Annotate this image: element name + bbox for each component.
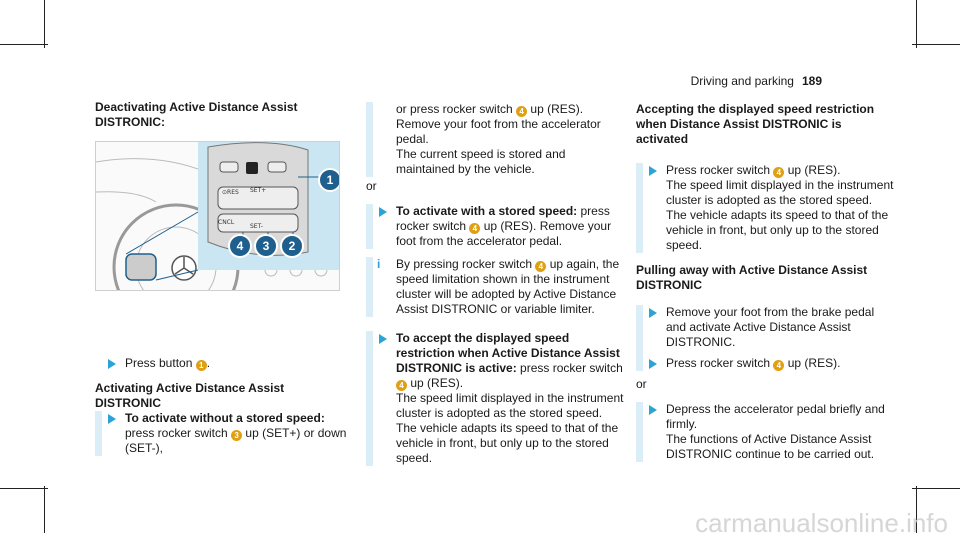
section-title: Driving and parking (690, 74, 794, 88)
step-text: up (SET+) or down (SET-), (125, 426, 347, 455)
or-text: or (366, 179, 377, 193)
info-text: By pressing rocker switch (396, 257, 533, 271)
steering-wheel-illustration (96, 158, 328, 290)
callout-2: 2 (280, 234, 304, 258)
page-number: 189 (801, 74, 822, 88)
crop-mark (916, 486, 917, 533)
column-1: Deactivating Active Distance Assist DIST… (95, 100, 353, 130)
svg-text:⊙RES: ⊙RES (222, 189, 239, 196)
callout-3: 3 (254, 234, 278, 258)
column-1-lower: Press button 1. Activating Active Distan… (95, 356, 353, 456)
column-3: Accepting the displayed speed restrictio… (636, 102, 894, 462)
step-arrow-icon (108, 414, 116, 424)
step-text: The current speed is stored and maintain… (396, 147, 566, 176)
tint-bar (636, 305, 643, 371)
info-icon: i (377, 257, 381, 271)
step-text: Press button (125, 356, 193, 370)
step-text: or press rocker switch (396, 102, 513, 116)
step-block: Depress the accelerator pedal briefly an… (636, 402, 894, 462)
page-header: Driving and parking 189 (691, 74, 822, 89)
crop-mark (44, 0, 45, 48)
step-text: up (RES). (787, 163, 841, 177)
callout-marker-4: 4 (469, 223, 481, 234)
switch-panel-illustration: ⊙RES SET+ CNCL SET- (207, 142, 320, 256)
crop-mark (0, 488, 48, 489)
tint-bar (366, 257, 373, 317)
tint-bar (366, 102, 373, 177)
step-arrow-icon (649, 359, 657, 369)
watermark: carmanualsonline.info (695, 508, 948, 538)
step-text: Press rocker switch (666, 356, 771, 370)
step-block: Remove your foot from the brake pedal an… (636, 305, 894, 371)
crop-mark (44, 486, 45, 533)
svg-text:SET-: SET- (250, 223, 263, 230)
tint-bar (95, 411, 102, 456)
step-block: Press rocker switch 4 up (RES). The spee… (636, 163, 894, 253)
step-text: up (RES). (410, 376, 464, 390)
callout-marker-1: 1 (195, 360, 207, 371)
step-title: To accept the displayed speed restrictio… (396, 331, 620, 375)
tint-bar (366, 331, 373, 466)
step-text: The speed limit displayed in the instrum… (666, 178, 894, 252)
section-heading: Activating Active Distance Assist DISTRO… (95, 381, 285, 410)
callout-marker-4: 4 (516, 106, 528, 117)
callout-marker-4: 4 (773, 360, 785, 371)
step-text: up (RES). Remove your foot from the acce… (396, 102, 601, 146)
callout-marker-4: 4 (535, 261, 547, 272)
step-text: press rocker switch (125, 426, 228, 440)
column-2: or press rocker switch 4 up (RES). Remov… (366, 102, 624, 466)
svg-text:SET+: SET+ (250, 187, 266, 194)
step-arrow-icon (649, 405, 657, 415)
crop-mark (912, 44, 960, 45)
step-text: The functions of Active Distance Assist … (666, 432, 875, 461)
step-arrow-icon (379, 207, 387, 217)
step-text: . (206, 356, 211, 370)
step-text: press rocker switch (396, 204, 610, 233)
step-text: The speed limit displayed in the instrum… (396, 391, 624, 465)
callout-marker-4: 4 (773, 167, 785, 178)
or-text: or (636, 377, 647, 391)
callout-marker-4: 4 (396, 380, 407, 391)
info-block: i By pressing rocker switch 4 up again, … (366, 257, 624, 317)
tint-bar (636, 402, 643, 462)
step-block: To activate with a stored speed: press r… (366, 204, 624, 249)
step-text: up (RES). (787, 356, 841, 370)
step-arrow-icon (649, 308, 657, 318)
step-block: To accept the displayed speed restrictio… (366, 331, 624, 466)
step-text: Depress the accelerator pedal briefly an… (666, 402, 885, 431)
step-block: or press rocker switch 4 up (RES). Remov… (366, 102, 624, 177)
tint-bar (636, 163, 643, 253)
step-title: To activate with a stored speed: (396, 204, 578, 218)
step-text: up (RES). Remove your foot from the acce… (396, 219, 612, 248)
step-block: To activate without a stored speed: pres… (95, 411, 353, 456)
section-heading: Accepting the displayed speed restrictio… (636, 102, 875, 146)
crop-mark (0, 44, 48, 45)
step-text: press rocker switch (520, 361, 623, 375)
callout-marker-3: 3 (231, 430, 243, 441)
info-text: up again, the speed limitation shown in … (396, 257, 620, 316)
step-text: Remove your foot from the brake pedal an… (666, 305, 875, 349)
step-title: To activate without a stored speed: (125, 411, 325, 425)
crop-mark (916, 0, 917, 48)
svg-text:CNCL: CNCL (218, 219, 235, 226)
section-heading: Pulling away with Active Distance Assist… (636, 263, 868, 292)
step-arrow-icon (649, 166, 657, 176)
step-arrow-icon (379, 334, 387, 344)
step-arrow-icon (108, 359, 116, 369)
crop-mark (912, 488, 960, 489)
tint-bar (366, 204, 373, 249)
callout-1: 1 (318, 168, 339, 192)
callout-4: 4 (228, 234, 252, 258)
step-text: Press rocker switch (666, 163, 771, 177)
step-block: Press button 1. (95, 356, 353, 371)
steering-wheel-figure: ⊙RES SET+ CNCL SET- 1 4 3 2 (95, 141, 340, 291)
section-heading: Deactivating Active Distance Assist DIST… (95, 100, 298, 129)
